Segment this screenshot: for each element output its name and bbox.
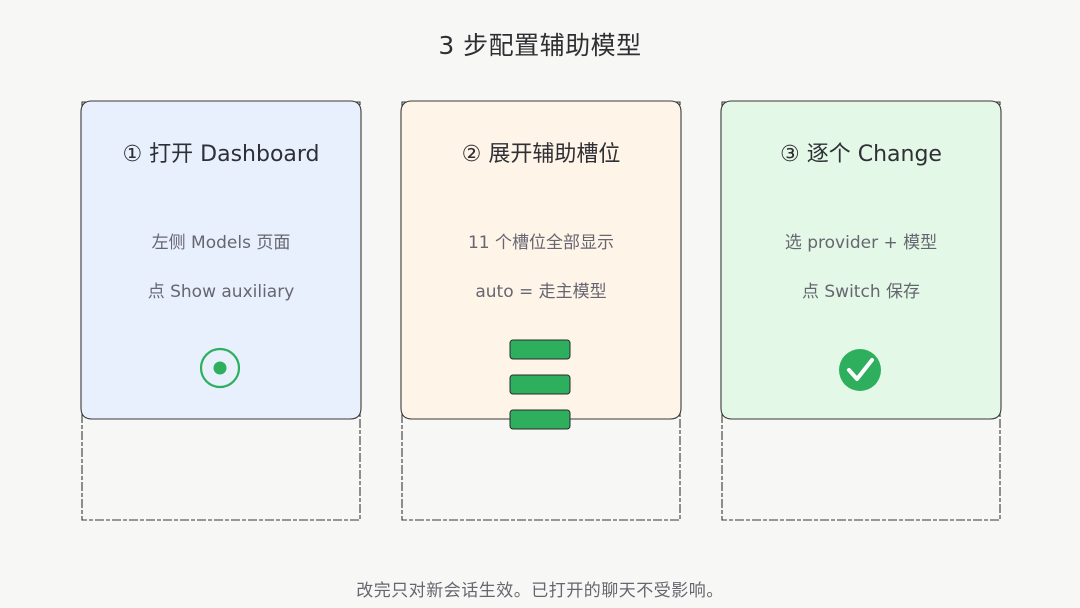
card-frame (720, 100, 1002, 521)
card-title: ① 打开 Dashboard (122, 142, 320, 167)
step-card-change: ③ 逐个 Change 选 provider + 模型 点 Switch 保存 (720, 100, 1002, 521)
card-line: 11 个槽位全部显示 (467, 233, 615, 253)
page-title: 3 步配置辅助模型 (438, 31, 642, 60)
radio-button-icon (199, 347, 241, 389)
card-frame (80, 100, 362, 521)
step-card-slots: ② 展开辅助槽位 11 个槽位全部显示 auto = 走主模型 (400, 100, 682, 521)
card-frame (400, 100, 682, 521)
step-card-dashboard: ① 打开 Dashboard 左侧 Models 页面 点 Show auxil… (80, 100, 362, 521)
card-line: 选 provider + 模型 (784, 233, 938, 253)
stacked-slots-icon (509, 339, 571, 430)
card-title: ③ 逐个 Change (780, 142, 942, 167)
card-title: ② 展开辅助槽位 (461, 142, 621, 167)
card-line: auto = 走主模型 (475, 282, 607, 302)
card-line: 左侧 Models 页面 (151, 233, 291, 253)
card-line: 点 Switch 保存 (801, 282, 920, 302)
check-circle-icon (839, 349, 881, 391)
footer-note: 改完只对新会话生效。已打开的聊天不受影响。 (356, 581, 724, 601)
card-line: 点 Show auxiliary (147, 282, 295, 302)
